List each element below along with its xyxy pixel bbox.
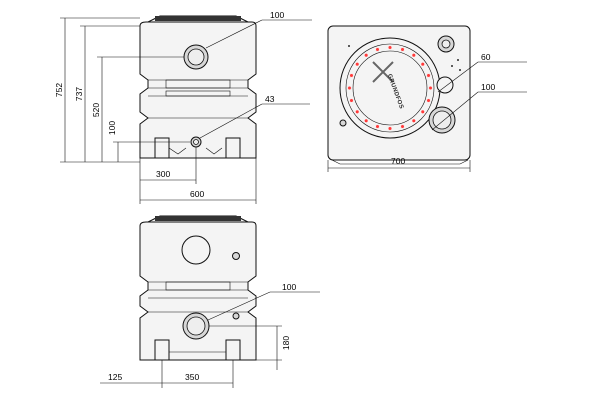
- dim-height-top: 737: [74, 87, 84, 101]
- dim-foot-spacing: 350: [185, 372, 199, 382]
- cover-bolt: [426, 98, 431, 103]
- front-view-foot-left: [154, 137, 170, 159]
- top-view-screw: [339, 119, 347, 127]
- front-view-foot-right: [225, 137, 241, 159]
- dim-spacing: 300: [156, 169, 170, 179]
- dim-large-port: 100: [481, 82, 495, 92]
- top-view-large-port-inner: [432, 110, 452, 130]
- dim-width-top: 700: [391, 156, 405, 166]
- dim-height-total: 752: [54, 83, 64, 97]
- side-view-lid-rim: [155, 216, 241, 221]
- cover-bolt: [349, 73, 354, 78]
- side-view-vent: [232, 312, 240, 320]
- top-view: GRUNDFOS 60 100 700: [327, 25, 527, 172]
- top-view-logo: [372, 61, 394, 83]
- cover-bolt: [428, 85, 433, 90]
- cover-bolt: [426, 73, 431, 78]
- side-view-tank-body: [139, 221, 257, 361]
- front-view-rib-panel: [165, 79, 231, 89]
- top-view-cover-ring: [345, 43, 435, 133]
- top-view-fitting-inner: [441, 39, 451, 49]
- cover-bolt: [364, 118, 369, 123]
- top-view-cover: [339, 37, 441, 139]
- cover-bolt: [411, 53, 416, 58]
- side-view: 100 180 125 350: [100, 215, 320, 388]
- top-view-small-port: [436, 76, 454, 94]
- top-view-base: [331, 159, 469, 165]
- cover-bolt: [420, 109, 425, 114]
- dim-inlet-height-side: 180: [281, 336, 291, 350]
- front-view: 752 737 520 100 100 43 300 600: [54, 10, 312, 204]
- cover-bolt: [420, 62, 425, 67]
- cover-bolt: [355, 109, 360, 114]
- dim-inlet-dia: 100: [282, 282, 296, 292]
- top-view-bolts: [347, 45, 433, 131]
- cover-bolt: [400, 124, 405, 129]
- front-view-lid-rim: [155, 16, 241, 21]
- dim-vent-dia: 43: [265, 94, 275, 104]
- cover-bolt: [375, 47, 380, 52]
- cover-bolt: [411, 118, 416, 123]
- cover-bolt: [388, 45, 393, 50]
- side-view-small-fitting: [232, 252, 240, 260]
- front-view-vent-port-inner: [193, 139, 199, 145]
- cover-bolt: [355, 62, 360, 67]
- side-view-foot-left: [154, 339, 170, 361]
- side-view-inlet-port-inner: [186, 316, 206, 336]
- dim-width-front: 600: [190, 189, 204, 199]
- dim-low-inlet-height: 100: [107, 121, 117, 135]
- dim-small-port: 60: [481, 52, 491, 62]
- side-view-top-port: [181, 235, 211, 265]
- dim-inlet-height: 520: [91, 103, 101, 117]
- top-view-cover-inner: [352, 50, 428, 126]
- cover-bolt: [400, 47, 405, 52]
- front-view-tank-body: [139, 21, 257, 159]
- cover-bolt: [375, 124, 380, 129]
- dim-offset: 125: [108, 372, 122, 382]
- cover-bolt: [388, 126, 393, 131]
- cover-bolt: [347, 85, 352, 90]
- front-view-feet-base: [168, 147, 223, 155]
- dim-outlet-dia: 100: [270, 10, 284, 20]
- cover-bolt: [349, 98, 354, 103]
- cover-bolt: [364, 53, 369, 58]
- side-view-foot-right: [225, 339, 241, 361]
- front-view-rib-panel-lower: [165, 90, 231, 97]
- side-view-rib-panel: [165, 281, 231, 291]
- front-view-outlet-port-inner: [187, 48, 205, 66]
